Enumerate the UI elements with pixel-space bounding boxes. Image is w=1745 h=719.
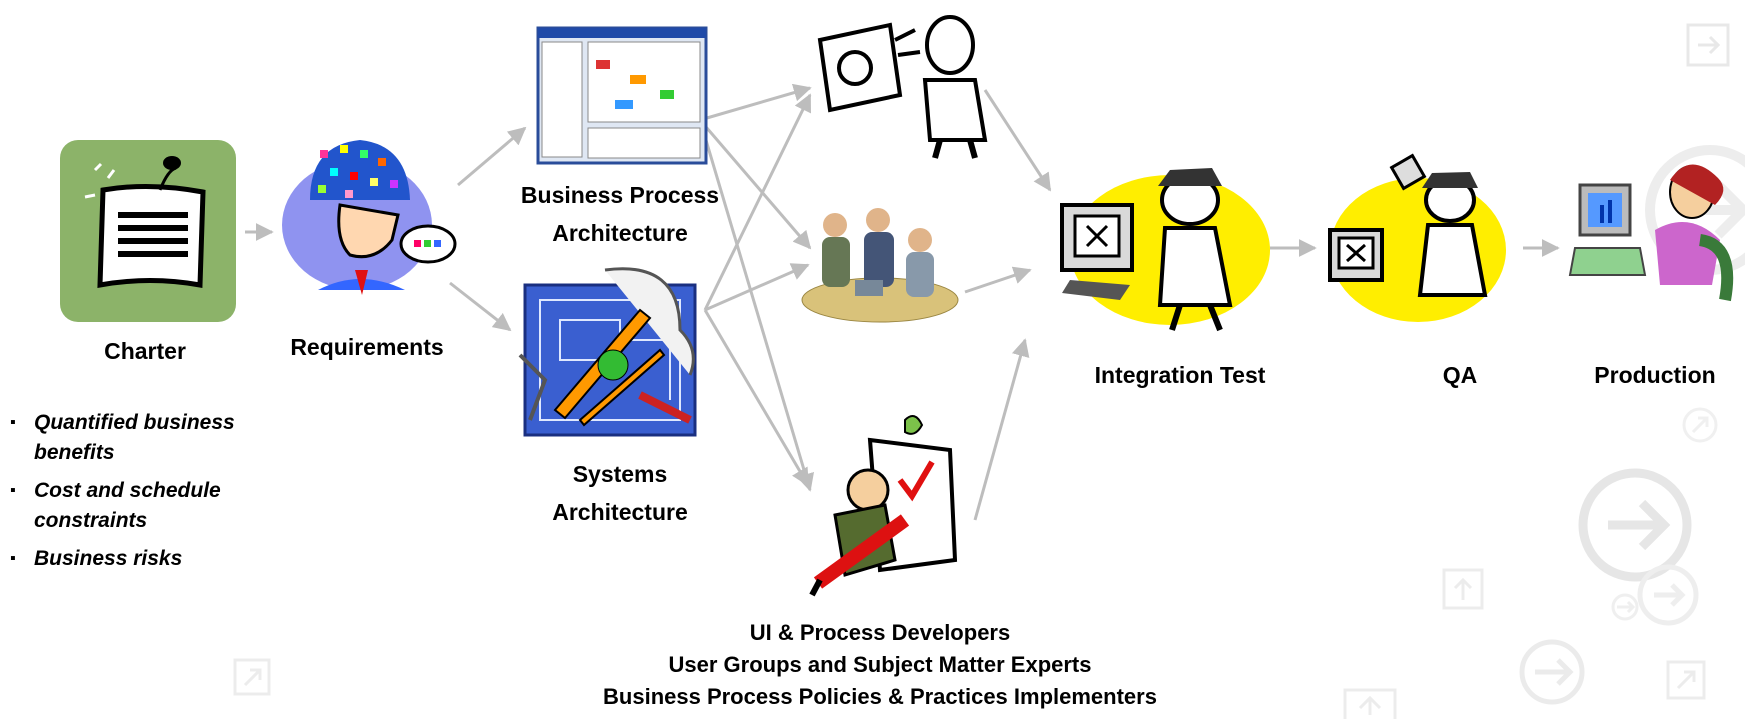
arrow-sa-dev — [703, 93, 812, 311]
screenshot-icon — [536, 26, 708, 165]
blueprint-icon — [518, 267, 697, 437]
list-item: Quantified business benefits — [8, 408, 288, 468]
charter-label: Charter — [104, 338, 186, 364]
meeting-icon — [801, 208, 959, 323]
arrow-circle-icon — [1637, 564, 1699, 626]
arrow-circle-icon — [1578, 468, 1692, 582]
qa-label: QA — [1442, 362, 1478, 388]
qa-icon — [1328, 153, 1506, 322]
integration-test-label: Integration Test — [1094, 362, 1266, 388]
flow-arrows — [245, 83, 1560, 521]
role-item: User Groups and Subject Matter Experts — [668, 652, 1092, 677]
arrow-sa-impl — [703, 309, 810, 487]
list-item: Cost and schedule constraints — [8, 476, 288, 536]
arrow-req-sa — [449, 281, 512, 332]
thinking-head-icon — [282, 140, 457, 295]
charter-items-list: Quantified business benefits Cost and sc… — [8, 408, 288, 582]
checklist-icon — [809, 415, 958, 597]
roles-label: UI & Process Developers User Groups and … — [380, 617, 1380, 713]
box-arrow-icon — [233, 568, 1706, 719]
tester-icon — [1060, 168, 1270, 332]
computer-user-icon — [817, 15, 988, 159]
arrow-bpa-impl — [698, 119, 815, 492]
arrow-circle-icon — [1611, 593, 1639, 621]
role-item: Business Process Policies & Practices Im… — [603, 684, 1157, 709]
arrow-bpa-users — [698, 119, 812, 250]
box-arrow-icon — [1686, 23, 1730, 67]
arrow-impl-test — [973, 338, 1030, 521]
production-user-icon — [1568, 164, 1734, 302]
arrow-circle-icon — [1519, 639, 1585, 705]
requirements-label: Requirements — [290, 334, 444, 360]
document-icon — [60, 140, 236, 322]
arrow-users-test — [964, 266, 1032, 294]
arrow-sa-users — [704, 263, 810, 312]
arrow-req-bpa — [457, 126, 527, 187]
production-label: Production — [1594, 362, 1716, 388]
list-item: Business risks — [8, 544, 288, 574]
arrow-dev-test — [983, 89, 1052, 192]
role-item: UI & Process Developers — [749, 620, 1011, 645]
arrow-circle-icon — [1682, 407, 1718, 443]
arrow-bpa-dev — [699, 83, 812, 122]
